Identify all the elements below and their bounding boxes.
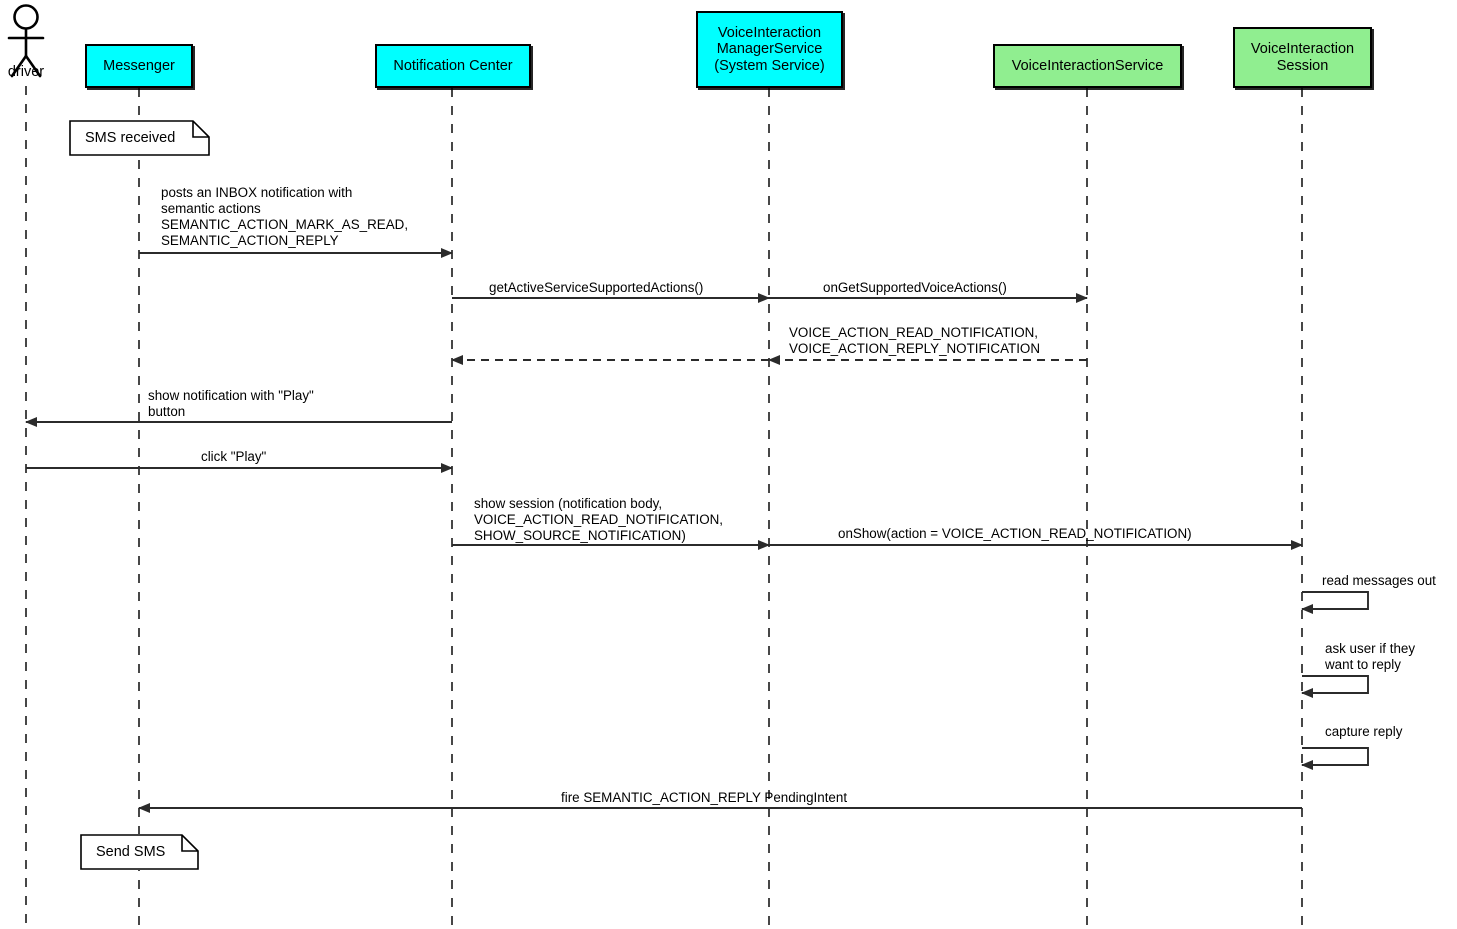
msg-get-active-service-supported-actions-label: getActiveServiceSupportedActions() [489,280,704,295]
participant-box-voice-interaction-manager-service[interactable]: VoiceInteraction ManagerService (System … [696,11,843,88]
self-read-messages-out-label: read messages out [1322,573,1436,588]
note-send-sms[interactable]: Send SMS [80,834,199,870]
self-calls-layer [1301,591,1369,770]
msg-on-show-label: onShow(action = VOICE_ACTION_READ_NOTIFI… [838,526,1192,541]
self-ask-user-if-they-want-to-reply [1301,675,1369,698]
note-text: SMS received [85,130,176,146]
driver-actor-label: driver [7,64,45,80]
note-shape [80,834,199,870]
participant-box-notification-center[interactable]: Notification Center [375,44,531,88]
lifelines-layer [25,86,1303,929]
self-capture-reply [1301,747,1369,770]
participant-label-messenger: Messenger [103,57,175,74]
participant-label-voice-interaction-service: VoiceInteractionService [1011,57,1164,74]
self-read-messages-out [1301,591,1369,614]
msg-show-session-label: show session (notification body, VOICE_A… [474,496,724,543]
msg-click-play-label: click "Play" [201,449,267,464]
note-shape [69,120,210,156]
messages-layer [25,248,1303,813]
self-ask-user-if-they-want-to-reply-label: ask user if they want to reply [1325,641,1416,672]
msg-post-inbox-notification-label: posts an INBOX notification with semanti… [161,185,409,248]
note-text: Send SMS [96,844,166,860]
msg-on-get-supported-voice-actions-label: onGetSupportedVoiceActions() [823,280,1007,295]
self-capture-reply-label: capture reply [1325,724,1403,739]
participant-box-voice-interaction-service[interactable]: VoiceInteractionService [993,44,1182,88]
msg-show-notification-with-play-button-label: show notification with "Play" button [148,388,314,419]
participant-box-messenger[interactable]: Messenger [85,44,193,88]
driver-actor-icon [7,4,45,78]
msg-fire-semantic-action-reply-pending-intent-label: fire SEMANTIC_ACTION_REPLY PendingIntent [561,790,848,805]
note-sms-received[interactable]: SMS received [69,120,210,156]
participant-label-voice-interaction-session: VoiceInteraction Session [1250,41,1355,74]
msg-return-voice-actions-to-vims-label: VOICE_ACTION_READ_NOTIFICATION, VOICE_AC… [789,325,1040,356]
participant-label-notification-center: Notification Center [393,57,513,74]
participant-label-voice-interaction-manager-service: VoiceInteraction ManagerService (System … [714,24,825,74]
participant-box-voice-interaction-session[interactable]: VoiceInteraction Session [1233,27,1372,88]
